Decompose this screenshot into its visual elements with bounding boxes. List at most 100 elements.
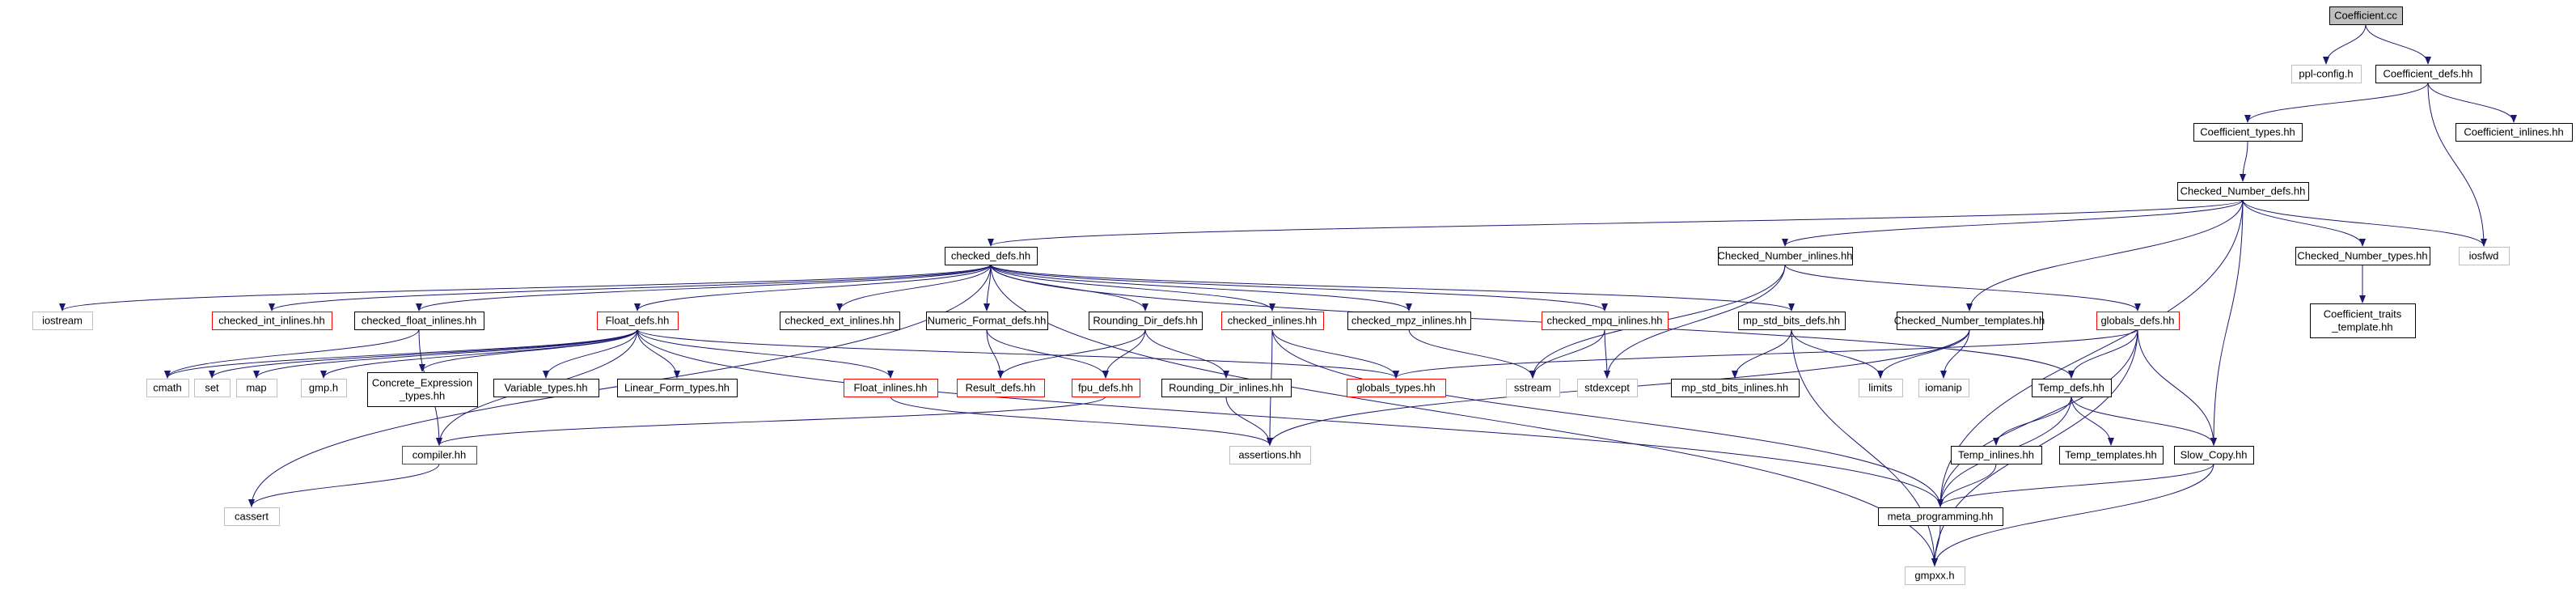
edge-checked_mpq_inlines_hh-to-stdexcept xyxy=(1603,329,1610,379)
node-coefficient-types-hh[interactable]: Coefficient_types.hh xyxy=(2193,123,2303,142)
node-checked-number-defs-hh[interactable]: Checked_Number_defs.hh xyxy=(2177,182,2309,201)
node-coefficient-traits-template-hh[interactable]: Coefficient_traits_template.hh xyxy=(2310,303,2416,338)
edge-coefficient_cc-to-ppl_config_h xyxy=(2323,23,2367,65)
node-label: iosfwd xyxy=(2469,250,2499,262)
edge-float_defs_hh-to-cmath xyxy=(164,329,638,379)
edge-checked_mpz_inlines_hh-to-sstream xyxy=(1408,329,1536,379)
node-box xyxy=(1878,507,2003,526)
node-set: set xyxy=(194,379,231,397)
node-label: cassert xyxy=(235,511,269,523)
edge-mp_std_bits_defs_hh-to-limits xyxy=(1791,329,1884,379)
edge-checked_inlines_hh-to-globals_types_hh xyxy=(1271,329,1399,379)
edge-checked_number_inlines_hh-to-globals_defs_hh xyxy=(1784,264,2141,312)
edge-checked_number_defs_hh-to-checked_number_types_hh xyxy=(2242,199,2366,247)
node-label: Result_defs.hh xyxy=(966,382,1036,394)
node-checked-float-inlines-hh[interactable]: checked_float_inlines.hh xyxy=(354,312,484,330)
node-checked-mpq-inlines-hh[interactable]: checked_mpq_inlines.hh xyxy=(1542,312,1669,330)
node-box xyxy=(2177,182,2309,201)
node-label: Coefficient_defs.hh xyxy=(2383,68,2472,80)
node-label: checked_defs.hh xyxy=(951,250,1030,262)
edge-checked_defs_hh-to-checked_mpq_inlines_hh xyxy=(990,264,1608,312)
node-label: Rounding_Dir_inlines.hh xyxy=(1169,382,1284,394)
node-box xyxy=(926,312,1048,330)
node-label: ppl-config.h xyxy=(2299,68,2353,80)
node-rounding-dir-defs-hh[interactable]: Rounding_Dir_defs.hh xyxy=(1089,312,1203,330)
node-label: checked_mpq_inlines.hh xyxy=(1546,315,1662,327)
node-numeric-format-defs-hh[interactable]: Numeric_Format_defs.hh xyxy=(926,312,1048,330)
node-label: Checked_Number_types.hh xyxy=(2297,250,2427,262)
node-label: Linear_Form_types.hh xyxy=(624,382,730,394)
node-label: iostream xyxy=(42,315,82,327)
node-checked-number-inlines-hh[interactable]: Checked_Number_inlines.hh xyxy=(1718,247,1853,265)
node-label: gmp.h xyxy=(309,382,338,394)
node-meta-programming-hh[interactable]: meta_programming.hh xyxy=(1878,507,2003,526)
node-coefficient-cc[interactable]: Coefficient.cc xyxy=(2329,6,2403,25)
edge-checked_defs_hh-to-iostream xyxy=(59,264,992,312)
edge-mp_std_bits_defs_hh-to-gmpxx_h xyxy=(1791,329,1938,566)
node-float-inlines-hh[interactable]: Float_inlines.hh xyxy=(844,379,938,397)
node-temp-inlines-hh[interactable]: Temp_inlines.hh xyxy=(1951,446,2042,464)
node-box xyxy=(2193,123,2303,142)
node-checked-int-inlines-hh[interactable]: checked_int_inlines.hh xyxy=(212,312,332,330)
node-linear-form-types-hh[interactable]: Linear_Form_types.hh xyxy=(617,379,738,397)
edge-float_defs_hh-to-map xyxy=(253,329,638,379)
node-label: checked_ext_inlines.hh xyxy=(785,315,894,327)
edge-checked_defs_hh-to-rounding_dir_defs_hh xyxy=(990,264,1148,312)
node-rounding-dir-inlines-hh[interactable]: Rounding_Dir_inlines.hh xyxy=(1161,379,1292,397)
node-label: Temp_defs.hh xyxy=(2038,382,2104,394)
node-compiler-hh[interactable]: compiler.hh xyxy=(402,446,477,464)
node-globals-types-hh[interactable]: globals_types.hh xyxy=(1347,379,1446,397)
node-label: limits xyxy=(1868,382,1893,394)
node-label: stdexcept xyxy=(1584,382,1630,394)
node-label: cmath xyxy=(153,382,181,394)
edge-rounding_dir_defs_hh-to-rounding_dir_inlines_hh xyxy=(1144,329,1229,379)
node-label: Coefficient_inlines.hh xyxy=(2464,126,2563,138)
node-mp-std-bits-inlines-hh[interactable]: mp_std_bits_inlines.hh xyxy=(1671,379,1800,397)
node-box xyxy=(224,507,280,526)
node-checked-ext-inlines-hh[interactable]: checked_ext_inlines.hh xyxy=(780,312,900,330)
node-box xyxy=(1859,379,1903,397)
edge-float_defs_hh-to-float_inlines_hh xyxy=(637,329,894,379)
node-float-defs-hh[interactable]: Float_defs.hh xyxy=(597,312,679,330)
node-checked-inlines-hh[interactable]: checked_inlines.hh xyxy=(1221,312,1324,330)
node-box xyxy=(354,312,484,330)
node-box xyxy=(2310,303,2416,338)
edge-checked_defs_hh-to-checked_inlines_hh xyxy=(990,264,1275,312)
node-checked-mpz-inlines-hh[interactable]: checked_mpz_inlines.hh xyxy=(1347,312,1471,330)
node-label: Checked_Number_inlines.hh xyxy=(1718,250,1853,262)
node-label: Temp_inlines.hh xyxy=(1958,449,2034,461)
node-concrete-expression-types-hh[interactable]: Concrete_Expression_types.hh xyxy=(367,372,478,407)
node-box xyxy=(617,379,738,397)
edge-checked_defs_hh-to-checked_mpz_inlines_hh xyxy=(990,264,1412,312)
edge-checked_defs_hh-to-mp_std_bits_defs_hh xyxy=(990,264,1795,312)
node-label: Temp_templates.hh xyxy=(2065,449,2156,461)
edge-coefficient_cc-to-coefficient_defs_hh xyxy=(2365,23,2431,65)
node-box xyxy=(1951,446,2042,464)
node-slow-copy-hh[interactable]: Slow_Copy.hh xyxy=(2174,446,2254,464)
edge-float_defs_hh-to-concrete_expression_types_hh xyxy=(419,329,638,372)
node-fpu-defs-hh[interactable]: fpu_defs.hh xyxy=(1072,379,1140,397)
edge-float_defs_hh-to-variable_types_hh xyxy=(543,329,638,379)
node-variable-types-hh[interactable]: Variable_types.hh xyxy=(493,379,599,397)
node-checked-defs-hh[interactable]: checked_defs.hh xyxy=(945,247,1038,265)
node-mp-std-bits-defs-hh[interactable]: mp_std_bits_defs.hh xyxy=(1738,312,1846,330)
node-temp-templates-hh[interactable]: Temp_templates.hh xyxy=(2059,446,2164,464)
node-label: fpu_defs.hh xyxy=(1078,382,1133,394)
node-label: Numeric_Format_defs.hh xyxy=(928,315,1047,327)
node-box xyxy=(1905,566,1965,585)
node-box xyxy=(301,379,347,397)
node-result-defs-hh[interactable]: Result_defs.hh xyxy=(957,379,1045,397)
node-coefficient-inlines-hh[interactable]: Coefficient_inlines.hh xyxy=(2455,123,2573,142)
node-checked-number-templates-hh[interactable]: Checked_Number_templates.hh xyxy=(1894,312,2045,330)
node-box xyxy=(1229,446,1311,464)
edge-checked_number_defs_hh-to-slow_copy_hh xyxy=(2210,199,2244,446)
node-label: mp_std_bits_inlines.hh xyxy=(1681,382,1788,394)
edge-slow_copy_hh-to-meta_programming_hh xyxy=(1937,463,2214,507)
edge-checked_float_inlines_hh-to-cmath xyxy=(164,329,420,379)
node-temp-defs-hh[interactable]: Temp_defs.hh xyxy=(2032,379,2112,397)
edge-float_defs_hh-to-linear_form_types_hh xyxy=(637,329,680,379)
node-globals-defs-hh[interactable]: globals_defs.hh xyxy=(2096,312,2180,330)
node-coefficient-defs-hh[interactable]: Coefficient_defs.hh xyxy=(2375,65,2481,83)
node-box xyxy=(1161,379,1292,397)
node-checked-number-types-hh[interactable]: Checked_Number_types.hh xyxy=(2295,247,2430,265)
